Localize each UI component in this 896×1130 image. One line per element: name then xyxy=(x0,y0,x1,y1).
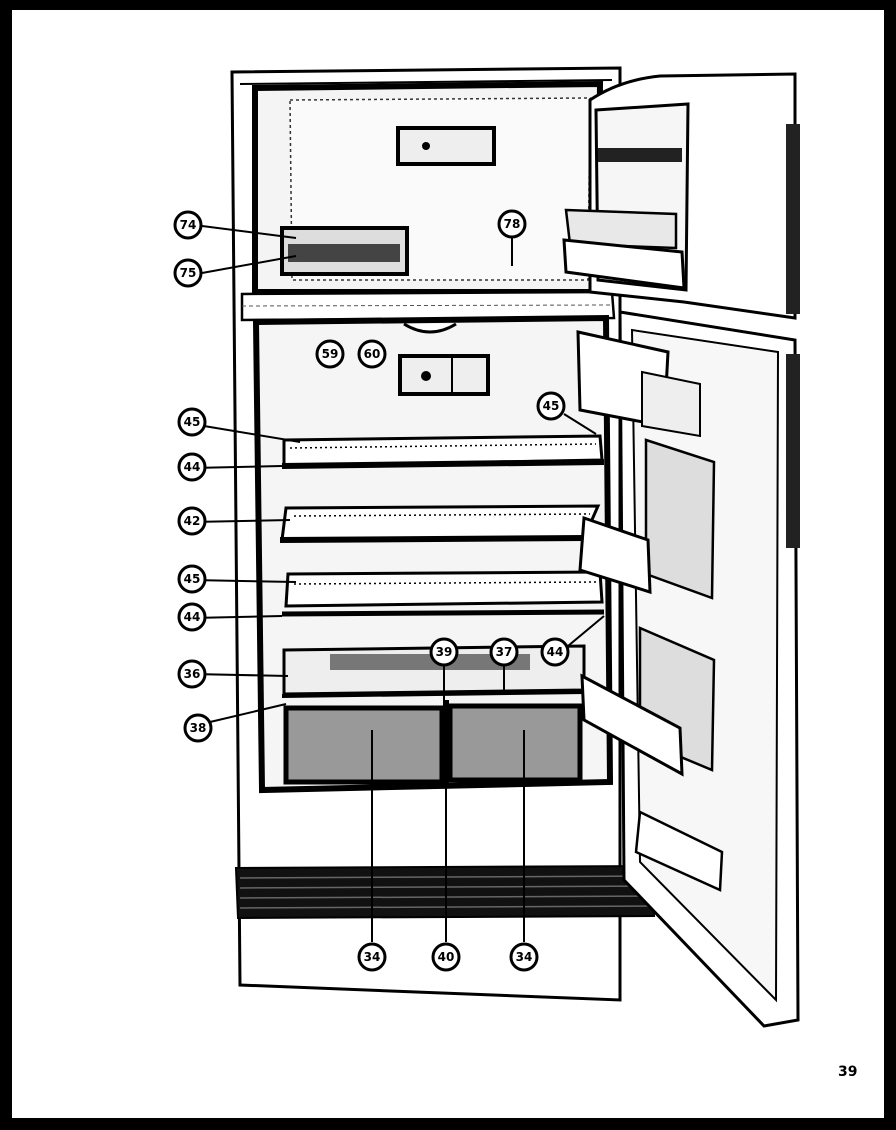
svg-text:42: 42 xyxy=(184,514,201,528)
svg-text:38: 38 xyxy=(190,721,207,735)
callout-42: 42 xyxy=(177,506,207,536)
fresh-food-door xyxy=(576,310,800,1028)
svg-text:60: 60 xyxy=(364,347,381,361)
callout-38: 38 xyxy=(183,713,213,743)
svg-text:45: 45 xyxy=(543,399,560,413)
callout-78: 78 xyxy=(497,209,527,239)
freezer-door xyxy=(562,72,800,320)
callout-44-lower-left: 44 xyxy=(177,602,207,632)
callout-75: 75 xyxy=(173,258,203,288)
callout-74: 74 xyxy=(173,210,203,240)
divider-mullion xyxy=(240,290,616,322)
svg-text:34: 34 xyxy=(364,950,381,964)
refrigerator-cabinet xyxy=(230,66,622,1002)
callout-39: 39 xyxy=(429,637,459,667)
crisper-drawer-left xyxy=(283,705,445,785)
svg-text:36: 36 xyxy=(184,667,201,681)
door-shelf-2 xyxy=(580,626,716,777)
svg-text:45: 45 xyxy=(184,572,201,586)
crisper-drawer-right xyxy=(447,703,583,783)
svg-text:45: 45 xyxy=(184,415,201,429)
door-shelf-1 xyxy=(578,438,716,600)
fresh-food-door-handle xyxy=(786,354,800,548)
temperature-control-knob-icon xyxy=(421,371,431,381)
leader-lines xyxy=(191,225,605,942)
freezer-control-housing xyxy=(396,126,496,166)
callout-34-right: 34 xyxy=(509,942,539,972)
shelf-upper xyxy=(281,434,605,469)
callout-45-lower: 45 xyxy=(177,564,207,594)
callout-36: 36 xyxy=(177,659,207,689)
svg-text:74: 74 xyxy=(180,218,197,232)
freezer-door-bin xyxy=(562,238,686,290)
svg-text:34: 34 xyxy=(516,950,533,964)
svg-text:78: 78 xyxy=(504,217,521,231)
freezer-door-shelf xyxy=(598,148,682,162)
svg-text:44: 44 xyxy=(547,645,564,659)
freezer-control-knob-icon xyxy=(422,142,430,150)
svg-text:37: 37 xyxy=(496,645,513,659)
shelf-middle xyxy=(279,504,601,543)
callout-37: 37 xyxy=(489,637,519,667)
svg-text:40: 40 xyxy=(438,950,455,964)
callout-45-upper-right: 45 xyxy=(536,391,566,421)
light-shield xyxy=(403,322,457,334)
svg-text:59: 59 xyxy=(322,347,339,361)
fresh-food-compartment xyxy=(252,314,614,794)
svg-text:44: 44 xyxy=(184,610,201,624)
shelf-lower xyxy=(281,570,605,617)
callout-40: 40 xyxy=(431,942,461,972)
callout-45-upper-left: 45 xyxy=(177,407,207,437)
callout-59: 59 xyxy=(315,339,345,369)
callout-34-left: 34 xyxy=(357,942,387,972)
page-number: 39 xyxy=(838,1064,858,1080)
temperature-control-housing xyxy=(398,354,490,396)
callout-60: 60 xyxy=(357,339,387,369)
svg-text:44: 44 xyxy=(184,460,201,474)
callout-44-lower-right: 44 xyxy=(540,637,570,667)
svg-text:39: 39 xyxy=(436,645,453,659)
freezer-door-handle xyxy=(786,124,800,314)
crisper-drawers xyxy=(283,700,583,785)
door-shelf-3 xyxy=(634,810,724,892)
svg-text:75: 75 xyxy=(180,266,197,280)
freezer-compartment xyxy=(252,80,604,295)
ice-tray xyxy=(288,244,400,262)
callout-44-upper: 44 xyxy=(177,452,207,482)
